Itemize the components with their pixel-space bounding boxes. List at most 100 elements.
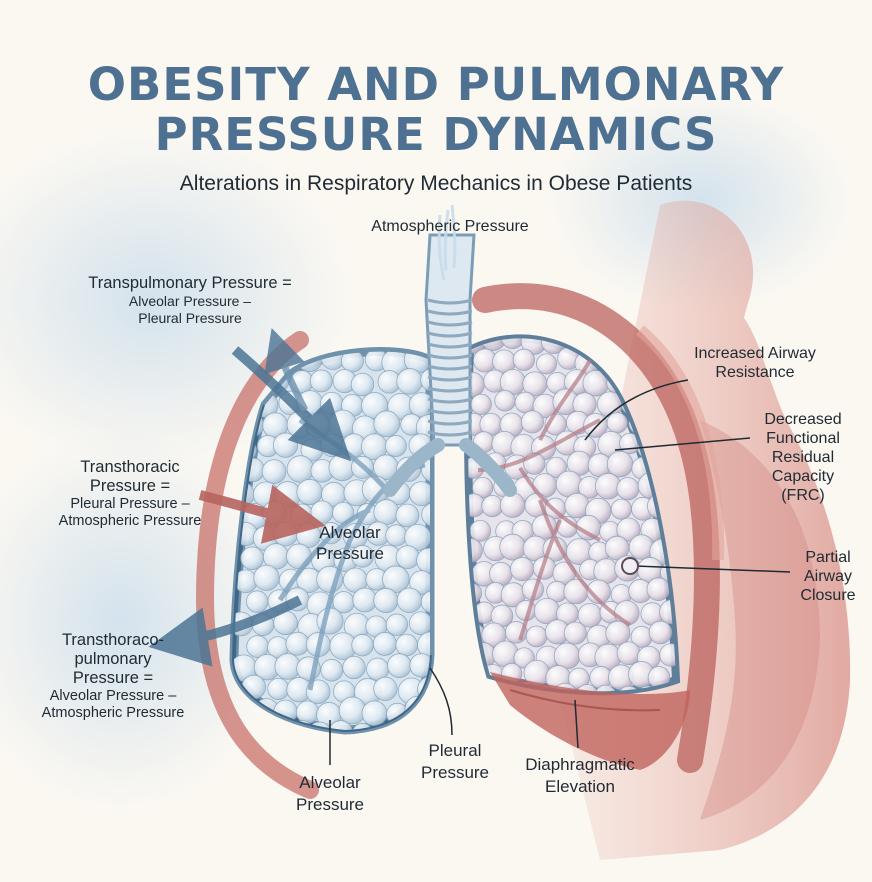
label-decreased-frc: Decreased Functional Residual Capacity (… <box>748 410 858 505</box>
alveolus-bubble <box>373 632 396 655</box>
alveolus-bubble <box>374 677 397 700</box>
alveolus-bubble <box>311 501 333 523</box>
pleural-line-2: Pressure <box>395 762 515 784</box>
alveolus-bubble <box>459 662 483 686</box>
alveolus-bubble <box>246 591 268 613</box>
transpulmonary-line-2: Alveolar Pressure – <box>60 293 320 310</box>
alveolus-bubble <box>396 634 418 656</box>
alveolus-bubble <box>599 347 621 369</box>
alveolus-bubble <box>397 588 422 613</box>
diaphragm-line-1: Diaphragmatic <box>505 754 655 776</box>
alveolus-bubble <box>296 701 319 724</box>
pleural-line-1: Pleural <box>395 740 515 762</box>
alveolus-bubble <box>607 451 633 477</box>
alveolus-bubble <box>649 621 672 644</box>
transthoracic-line-4: Atmospheric Pressure <box>35 513 225 530</box>
alveolus-bubble <box>521 411 543 433</box>
transthoracic-line-3: Pleural Pressure – <box>35 496 225 513</box>
frc-line-1: Decreased <box>748 410 858 429</box>
alveolus-bubble <box>607 413 627 433</box>
label-diaphragmatic-elevation: Diaphragmatic Elevation <box>505 754 655 798</box>
label-increased-airway-resistance: Increased Airway Resistance <box>680 344 830 382</box>
alveolus-bubble <box>362 701 387 726</box>
alveolus-bubble <box>510 557 533 580</box>
alveolus-bubble <box>329 410 356 437</box>
alveolus-bubble <box>482 495 503 516</box>
transpulmonary-line-3: Pleural Pressure <box>60 310 320 327</box>
ttp-line-1: Transthoraco- <box>18 631 208 650</box>
transpulmonary-line-1: Transpulmonary Pressure = <box>60 274 320 293</box>
alveolus-bubble <box>647 578 670 601</box>
alveolus-bubble <box>500 534 526 560</box>
label-partial-airway-closure: Partial Airway Closure <box>788 548 868 605</box>
alveolus-bubble <box>287 456 314 483</box>
alveolus-bubble <box>339 697 366 724</box>
alveolus-bubble <box>526 626 547 647</box>
subtitle: Alterations in Respiratory Mechanics in … <box>0 172 872 196</box>
frc-line-4: Capacity <box>748 467 858 486</box>
alveolus-bubble <box>286 632 309 655</box>
label-transpulmonary: Transpulmonary Pressure = Alveolar Press… <box>60 274 320 327</box>
label-atmospheric-pressure: Atmospheric Pressure <box>350 218 550 235</box>
label-alveolar-pressure-center: Alveolar Pressure <box>295 522 405 564</box>
ttp-line-4: Alveolar Pressure – <box>18 688 208 705</box>
alveolus-bubble <box>273 433 297 457</box>
alveolus-bubble <box>254 565 279 590</box>
resistance-line-2: Resistance <box>680 363 830 382</box>
alveolus-bubble <box>241 547 264 570</box>
alveolus-bubble <box>489 562 512 585</box>
alveolus-bubble <box>374 411 400 437</box>
frc-line-2: Functional <box>748 429 858 448</box>
alveolus-bubble <box>343 656 365 678</box>
alveolar-center-line-2: Pressure <box>295 543 405 564</box>
alveolus-bubble <box>353 588 377 612</box>
alveolus-bubble <box>397 369 423 395</box>
alveolus-bubble <box>321 659 343 681</box>
diaphragm-line-2: Elevation <box>505 776 655 798</box>
alveolus-bubble <box>352 723 373 744</box>
ttp-line-3: Pressure = <box>18 669 208 688</box>
transthoracic-line-2: Pressure = <box>35 477 225 496</box>
alveolus-bubble <box>417 548 442 573</box>
alveolus-bubble <box>262 460 286 484</box>
alveolus-bubble <box>617 478 639 500</box>
label-transthoracic: Transthoracic Pressure = Pleural Pressur… <box>35 458 225 530</box>
alveolus-bubble <box>351 373 374 396</box>
transthoracic-line-1: Transthoracic <box>35 458 225 477</box>
alveolus-bubble <box>471 394 491 414</box>
alveolar-bottom-line-2: Pressure <box>270 794 390 816</box>
alveolus-bubble <box>273 522 297 546</box>
ttp-line-5: Atmospheric Pressure <box>18 705 208 722</box>
alveolus-bubble <box>387 654 411 678</box>
frc-line-5: (FRC) <box>748 486 858 505</box>
resistance-line-1: Increased Airway <box>680 344 830 363</box>
label-alveolar-pressure-bottom: Alveolar Pressure <box>270 772 390 816</box>
alveolus-bubble <box>409 482 433 506</box>
closure-line-2: Airway <box>788 567 868 586</box>
alveolus-bubble <box>564 622 586 644</box>
alveolus-bubble <box>297 479 322 504</box>
closure-line-3: Closure <box>788 586 868 605</box>
alveolus-bubble <box>310 370 332 392</box>
alveolus-bubble <box>385 435 406 456</box>
alveolus-bubble <box>409 612 432 635</box>
closure-marker <box>622 558 638 574</box>
alveolar-bottom-line-1: Alveolar <box>270 772 390 794</box>
label-transthoracopulmonary: Transthoraco- pulmonary Pressure = Alveo… <box>18 631 208 722</box>
alveolus-bubble <box>515 392 536 413</box>
title-line-1: OBESITY AND PULMONARY <box>0 58 872 111</box>
closure-line-1: Partial <box>788 548 868 567</box>
alveolus-bubble <box>611 499 631 519</box>
alveolus-bubble <box>472 687 492 707</box>
alveolus-bubble <box>617 642 640 665</box>
label-pleural-pressure: Pleural Pressure <box>395 740 515 784</box>
alveolus-bubble <box>495 390 516 411</box>
alveolus-bubble <box>374 500 399 525</box>
alveolus-bubble <box>536 354 556 374</box>
alveolus-bubble <box>268 678 289 699</box>
alveolus-bubble <box>352 634 374 656</box>
title-line-2: PRESSURE DYNAMICS <box>0 108 872 161</box>
ttp-line-2: pulmonary <box>18 650 208 669</box>
alveolus-bubble <box>513 349 534 370</box>
